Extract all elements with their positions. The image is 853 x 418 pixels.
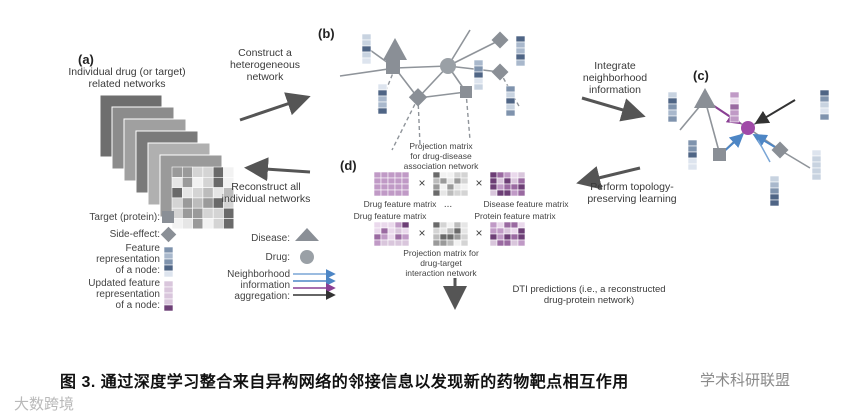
drug-feature-label-1: Drug feature matrix: [363, 199, 437, 209]
topology-arrow: [576, 166, 641, 190]
proj-disease-label: Projection matrix for drug-disease assoc…: [403, 141, 479, 171]
legend-feature: Feature representation of a node:: [96, 243, 160, 276]
watermark-right: 学术科研联盟: [700, 372, 791, 389]
times-sign: ×: [418, 176, 426, 190]
figure-caption: 图 3. 通过深度学习整合来自异构网络的邻接信息以发现新的药物靶点相互作用: [60, 374, 629, 391]
legend-neighborhood: Neighborhood information aggregation:: [227, 269, 290, 302]
times-sign: ×: [418, 226, 426, 240]
construct-arrow: [239, 92, 311, 122]
projection-matrices: [373, 171, 526, 247]
drug-feature-label-2: Drug feature matrix: [353, 211, 427, 221]
individual-networks-label: Individual drug (or target) related netw…: [68, 66, 186, 90]
protein-feature-label: Protein feature matrix: [474, 211, 556, 221]
legend-side-effect: Side-effect:: [109, 229, 160, 240]
legend-drug: Drug:: [265, 252, 290, 263]
legend-shapes: [160, 211, 336, 312]
legend-updated-feature: Updated feature representation of a node…: [88, 278, 160, 311]
reconstruct-arrow: [244, 157, 311, 182]
dti-predictions-label: DTI predictions (i.e., a reconstructed d…: [512, 284, 666, 306]
ellipsis: ...: [443, 199, 453, 210]
integrate-label: Integrate neighborhood information: [582, 60, 648, 96]
construct-label: Construct a heterogeneous network: [229, 47, 301, 83]
panel-b-label: (b): [318, 26, 335, 41]
stacked-network-matrices: [99, 94, 235, 230]
proj-target-label: Projection matrix for drug-target intera…: [403, 248, 479, 278]
times-sign: ×: [475, 176, 483, 190]
disease-feature-label: Disease feature matrix: [483, 199, 569, 209]
integrate-arrow: [581, 96, 646, 122]
panel-d-label: (d): [340, 158, 357, 173]
legend-disease: Disease:: [251, 233, 290, 244]
topology-label: Perform topology- preserving learning: [587, 181, 677, 205]
panel-c-label: (c): [693, 68, 709, 83]
legend-target: Target (protein):: [89, 212, 160, 223]
aggregation-network: [667, 88, 830, 207]
heterogeneous-network: [339, 29, 526, 151]
times-sign: ×: [475, 226, 483, 240]
reconstruct-label: Reconstruct all individual networks: [221, 181, 311, 205]
watermark-left: 大数跨境: [14, 396, 75, 413]
panel-a-label: (a): [78, 52, 94, 67]
